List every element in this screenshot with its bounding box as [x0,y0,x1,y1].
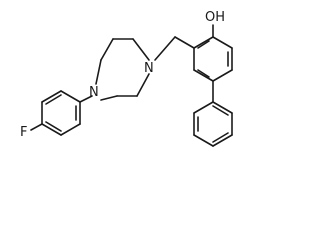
bond [212,134,233,147]
bond [193,134,214,147]
piperazine-n1-label: N [144,61,154,76]
hydroxyl-label: OH [205,10,225,25]
phenol-ring [193,36,233,82]
bond [212,69,233,82]
bond [212,101,233,114]
bond [100,38,114,61]
bond [136,73,150,97]
bond-ch2-n [154,36,176,61]
fluorophenyl-ring [41,90,81,136]
fluorine-label: F [20,125,27,140]
bond [60,90,81,103]
phenyl-ring [193,101,233,147]
bond [212,36,233,49]
double-bond-inner [45,121,62,132]
bond [41,90,62,103]
double-bond-inner [197,40,210,49]
piperazine-ring [95,38,150,101]
bond-n-aryl [79,95,93,103]
bond [132,38,150,61]
double-bond-inner [197,69,210,78]
bond [193,36,214,49]
chemical-structure-diagram: OH N N F [20,10,233,147]
double-bond-inner [45,94,62,105]
bond [95,59,102,85]
bond [41,123,62,136]
double-bond-inner [212,105,229,116]
bond [193,101,214,114]
bond [100,95,118,101]
double-bond-inner [212,132,229,143]
piperazine-n4-label: N [89,85,99,100]
bond-ring-ch2 [174,36,195,49]
bond [60,123,81,136]
bond [193,69,214,82]
bond-c-f [30,123,43,131]
